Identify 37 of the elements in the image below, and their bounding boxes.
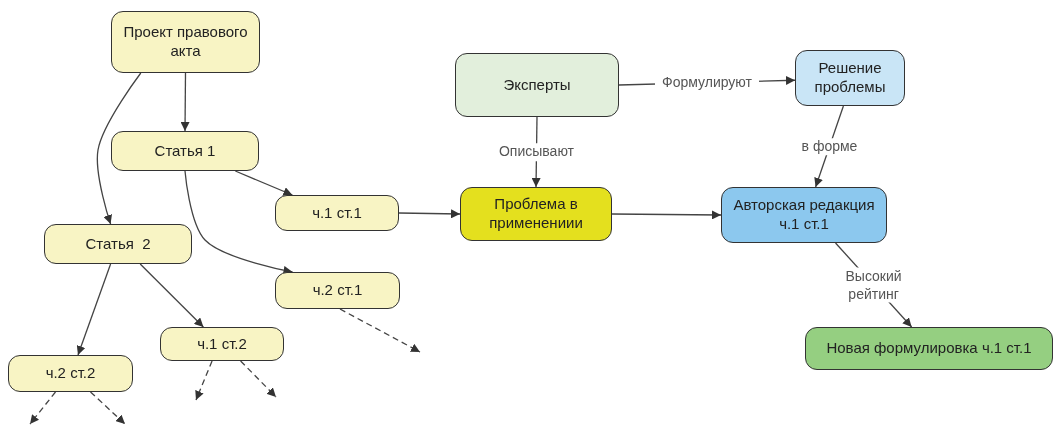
process-box — [8, 355, 133, 392]
dashed-arrow — [89, 391, 126, 425]
process-box — [275, 195, 399, 231]
process-box — [44, 224, 192, 264]
node-text: Эксперты — [503, 75, 571, 95]
dashed-arrow — [29, 391, 57, 425]
node-text: Проект правового акта — [122, 23, 249, 61]
process-box — [805, 327, 1053, 370]
process-box — [455, 53, 619, 117]
arrow — [234, 170, 293, 196]
node-text: ч.2 ст.2 — [45, 364, 96, 383]
node-text: Решение проблемы — [813, 59, 887, 97]
arrow — [611, 210, 722, 220]
node-text: Проблема в применениии — [488, 195, 584, 233]
arrow — [184, 170, 294, 275]
dashed-arrow — [195, 360, 213, 401]
process-box — [111, 11, 260, 73]
node-text: ч.1 ст.1 — [312, 203, 362, 223]
node-text: Авторская редакция ч.1 ст.1 — [732, 196, 876, 234]
arrow — [96, 72, 142, 225]
node-text: ч.2 ст.1 — [312, 281, 363, 300]
node-text: Статья 1 — [154, 141, 216, 161]
node-text: ч.1 ст.2 — [197, 334, 247, 354]
arrow — [398, 209, 461, 219]
process-box — [160, 327, 284, 361]
process-box — [460, 187, 612, 241]
process-box — [275, 272, 400, 309]
process-box — [721, 187, 887, 243]
arrow — [76, 263, 112, 356]
dashed-arrow — [339, 308, 421, 353]
node-text: Статья 2 — [85, 234, 151, 254]
arrow — [139, 263, 205, 328]
dashed-arrow — [239, 360, 277, 398]
node-text: Новая формулировка ч.1 ст.1 — [826, 339, 1032, 358]
process-box — [111, 131, 259, 171]
process-box — [795, 50, 905, 106]
arrow — [180, 72, 190, 132]
